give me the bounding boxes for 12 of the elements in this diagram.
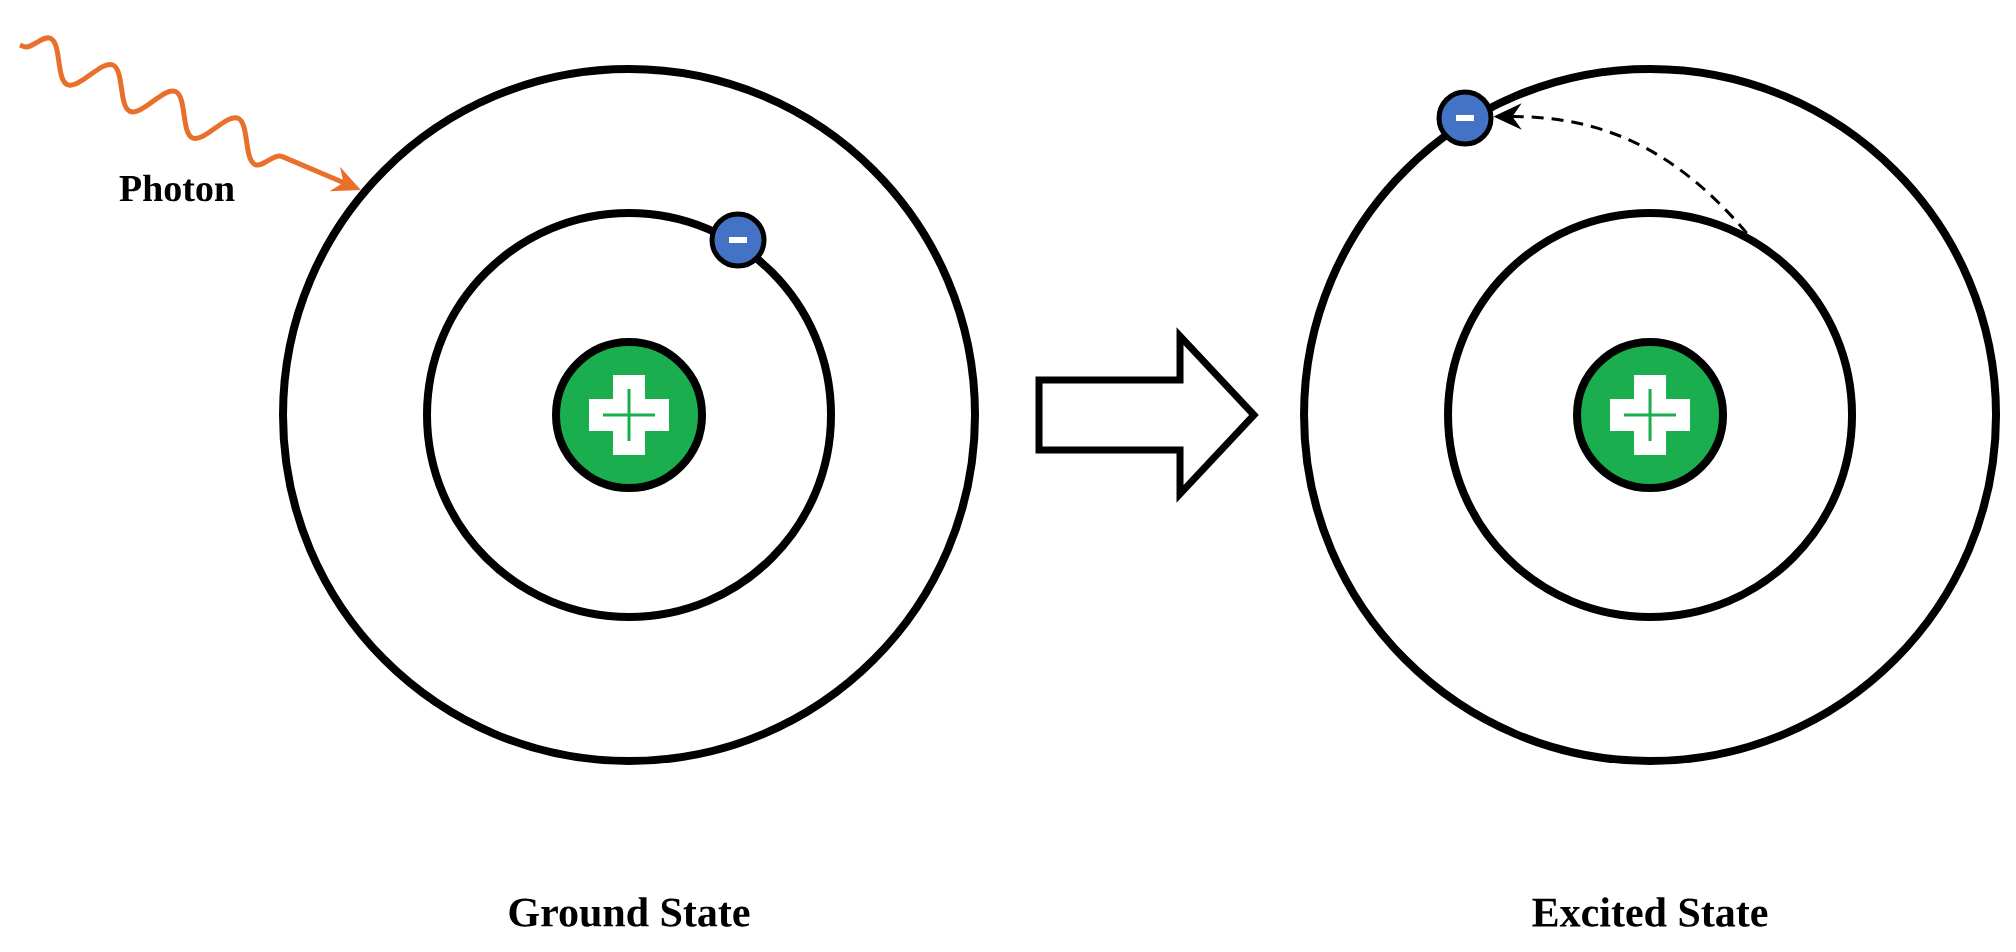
state-caption: Ground State bbox=[509, 897, 750, 927]
block-arrow bbox=[1035, 327, 1259, 503]
nucleus bbox=[552, 338, 706, 492]
orbit bbox=[1444, 209, 1857, 621]
orbit bbox=[1300, 65, 2001, 765]
electron bbox=[1436, 89, 1494, 147]
state-caption: Excited State bbox=[1532, 897, 1768, 927]
electron bbox=[709, 211, 767, 269]
edge-label: Photon bbox=[119, 174, 235, 202]
orbit bbox=[423, 209, 835, 621]
nucleus bbox=[1573, 338, 1728, 492]
orbit bbox=[279, 65, 979, 765]
